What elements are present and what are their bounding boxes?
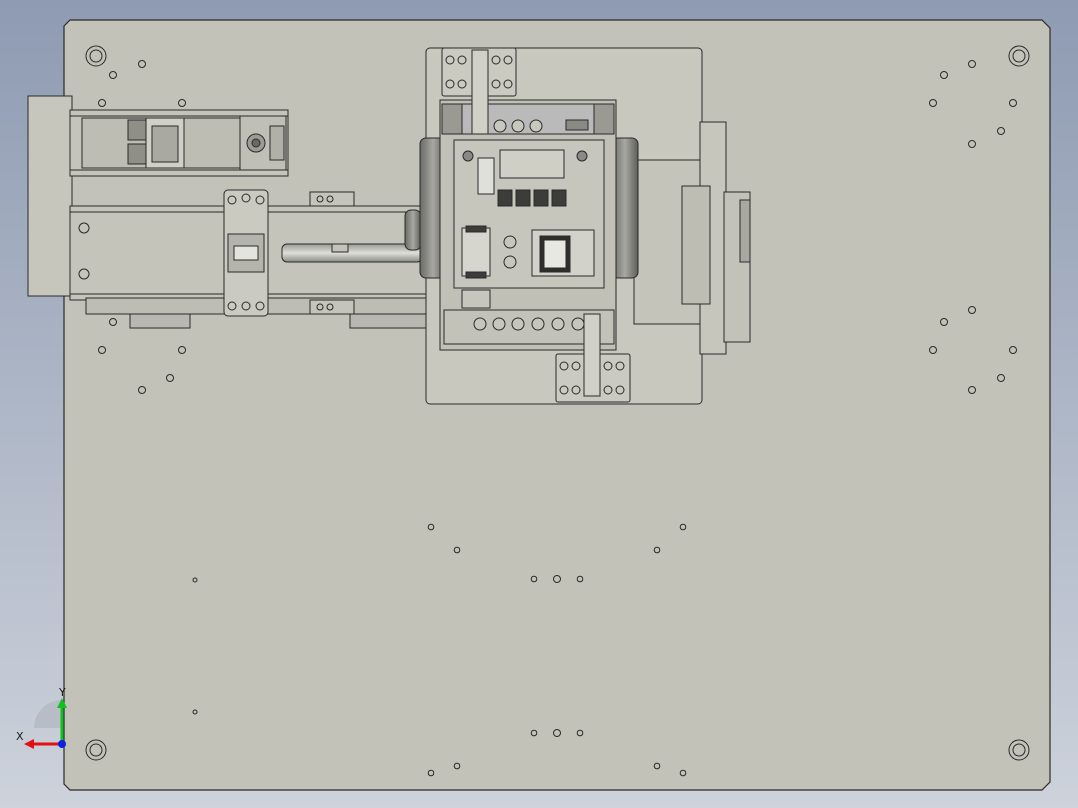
mounting-holes — [98, 60, 1017, 777]
axis-triad: X Y — [16, 688, 67, 749]
z-axis-point — [58, 740, 66, 748]
y-axis-label: Y — [58, 688, 66, 699]
x-axis-label: X — [16, 730, 24, 743]
y-axis-arrow-head — [57, 698, 67, 708]
corner-holes — [85, 45, 1030, 761]
left-actuator-assembly[interactable] — [27, 95, 431, 329]
triad-plane — [34, 700, 62, 728]
x-axis-arrow-head — [24, 739, 34, 749]
center-module[interactable] — [419, 47, 751, 405]
